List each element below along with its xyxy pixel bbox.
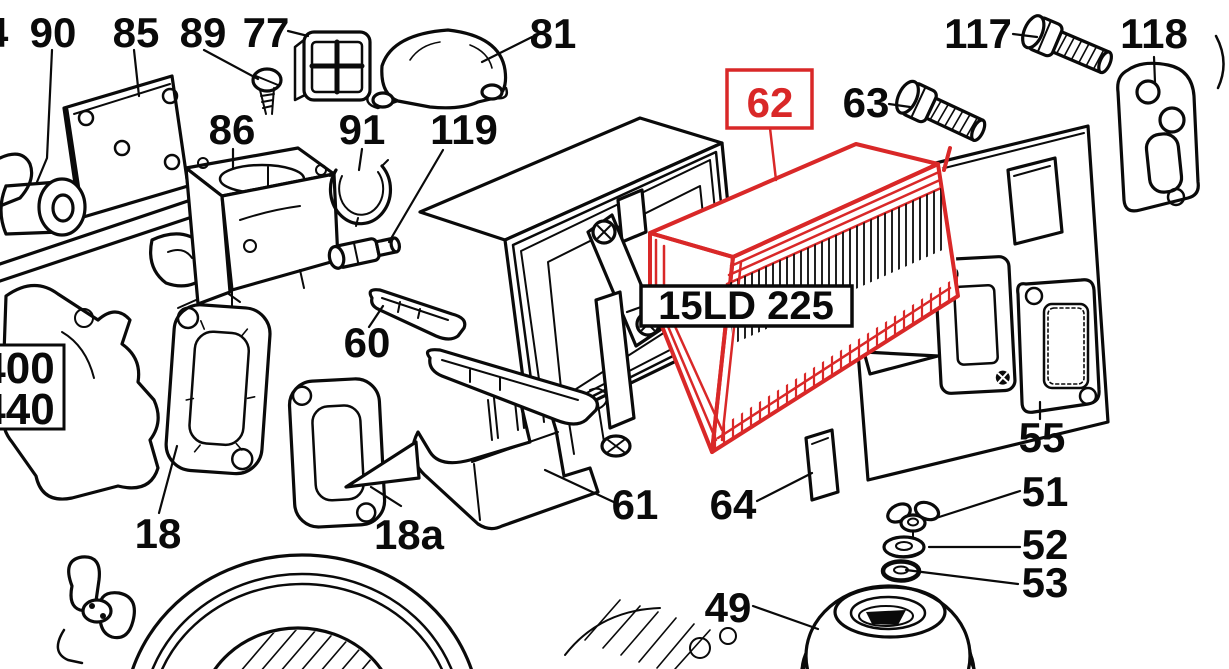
callout-90-label[interactable]: 90: [30, 9, 77, 56]
callout-labels: 4 90 85 89 77 81 117 118 86 91 119 63 60…: [0, 9, 1188, 631]
callout-52-label[interactable]: 52: [1022, 521, 1069, 568]
callout-64-label[interactable]: 64: [710, 481, 757, 528]
part-18-gasket: [164, 303, 272, 476]
leader-89: [202, 48, 260, 81]
part-85-mounting-plate: [62, 74, 190, 220]
part-117-bolt: [1021, 14, 1113, 75]
part-63-bolt: [895, 79, 987, 142]
callout-86-label[interactable]: 86: [209, 106, 256, 153]
variant-badge-line2: 440: [0, 385, 55, 434]
model-badge: 15LD 225: [625, 284, 854, 328]
leader-62: [768, 126, 778, 182]
leader-85: [132, 48, 141, 98]
part-77-grid-gasket: [293, 30, 372, 102]
highlight-callout-62[interactable]: 62: [725, 68, 814, 182]
callout-4-label[interactable]: 4: [0, 9, 9, 56]
leader-60: [367, 304, 385, 329]
air-cleaner-housing: [418, 116, 742, 469]
leader-118: [1152, 55, 1157, 84]
leader-53: [904, 568, 1020, 586]
part-55-gasket-plate: [1016, 278, 1101, 414]
model-badge-label: 15LD 225: [658, 284, 834, 328]
part-89-screw: [251, 67, 283, 115]
callout-51-label[interactable]: 51: [1022, 468, 1069, 515]
leader-lines: [35, 29, 1157, 631]
callout-18a-label[interactable]: 18a: [374, 511, 445, 558]
leader-63: [887, 102, 912, 109]
callout-118-label[interactable]: 118: [1120, 10, 1188, 57]
callout-49-label[interactable]: 49: [705, 584, 752, 631]
leader-91: [357, 147, 364, 172]
variant-badge: 400 440: [0, 343, 66, 434]
callout-89-label[interactable]: 89: [180, 9, 227, 56]
part-86-cylinder-head: [184, 146, 340, 311]
pulley-art: [131, 553, 473, 669]
callout-91-label[interactable]: 91: [339, 106, 386, 153]
callout-117-label[interactable]: 117: [944, 10, 1012, 57]
part-60-retainer-clips: [368, 288, 608, 426]
part-91-clamp-ring: [328, 159, 393, 227]
callout-53-label[interactable]: 53: [1022, 559, 1069, 606]
leader-90: [35, 48, 54, 184]
fan-vent-art: [564, 599, 737, 669]
callout-77-label[interactable]: 77: [243, 9, 290, 56]
callout-63-label[interactable]: 63: [843, 79, 890, 126]
part-61-lower-housing: [344, 383, 600, 531]
part-51-wing-nut: [886, 500, 941, 541]
leader-81: [480, 35, 534, 64]
edge-detail-art: [1214, 34, 1225, 90]
callout-85-label[interactable]: 85: [113, 9, 160, 56]
leader-51: [931, 489, 1022, 521]
part-52-washer: [882, 535, 926, 559]
leader-64: [755, 471, 814, 503]
leader-18: [157, 444, 179, 515]
leader-18a: [369, 485, 403, 508]
callout-81-label[interactable]: 81: [530, 10, 577, 57]
bottom-wing-nut: [56, 555, 136, 665]
leader-77: [286, 29, 310, 38]
leader-49: [751, 604, 820, 631]
part-49-filter-cover: [800, 584, 976, 669]
part-81-cover: [366, 28, 509, 110]
variant-badge-line1: 400: [0, 344, 55, 393]
part-90-bushing: [0, 177, 87, 237]
leader-117: [1011, 32, 1039, 39]
part-18a-gasket: [287, 377, 387, 529]
callout-60-label[interactable]: 60: [344, 319, 391, 366]
callout-62-label[interactable]: 62: [747, 79, 794, 126]
callout-18-label[interactable]: 18: [135, 510, 182, 557]
leader-61: [543, 468, 620, 506]
callout-119-label[interactable]: 119: [430, 106, 498, 153]
leader-119: [387, 148, 445, 244]
part-119-plunger: [327, 236, 402, 270]
part-118-spacer-gasket: [1116, 61, 1200, 213]
callout-55-label[interactable]: 55: [1019, 414, 1066, 461]
callout-61-label[interactable]: 61: [612, 481, 659, 528]
